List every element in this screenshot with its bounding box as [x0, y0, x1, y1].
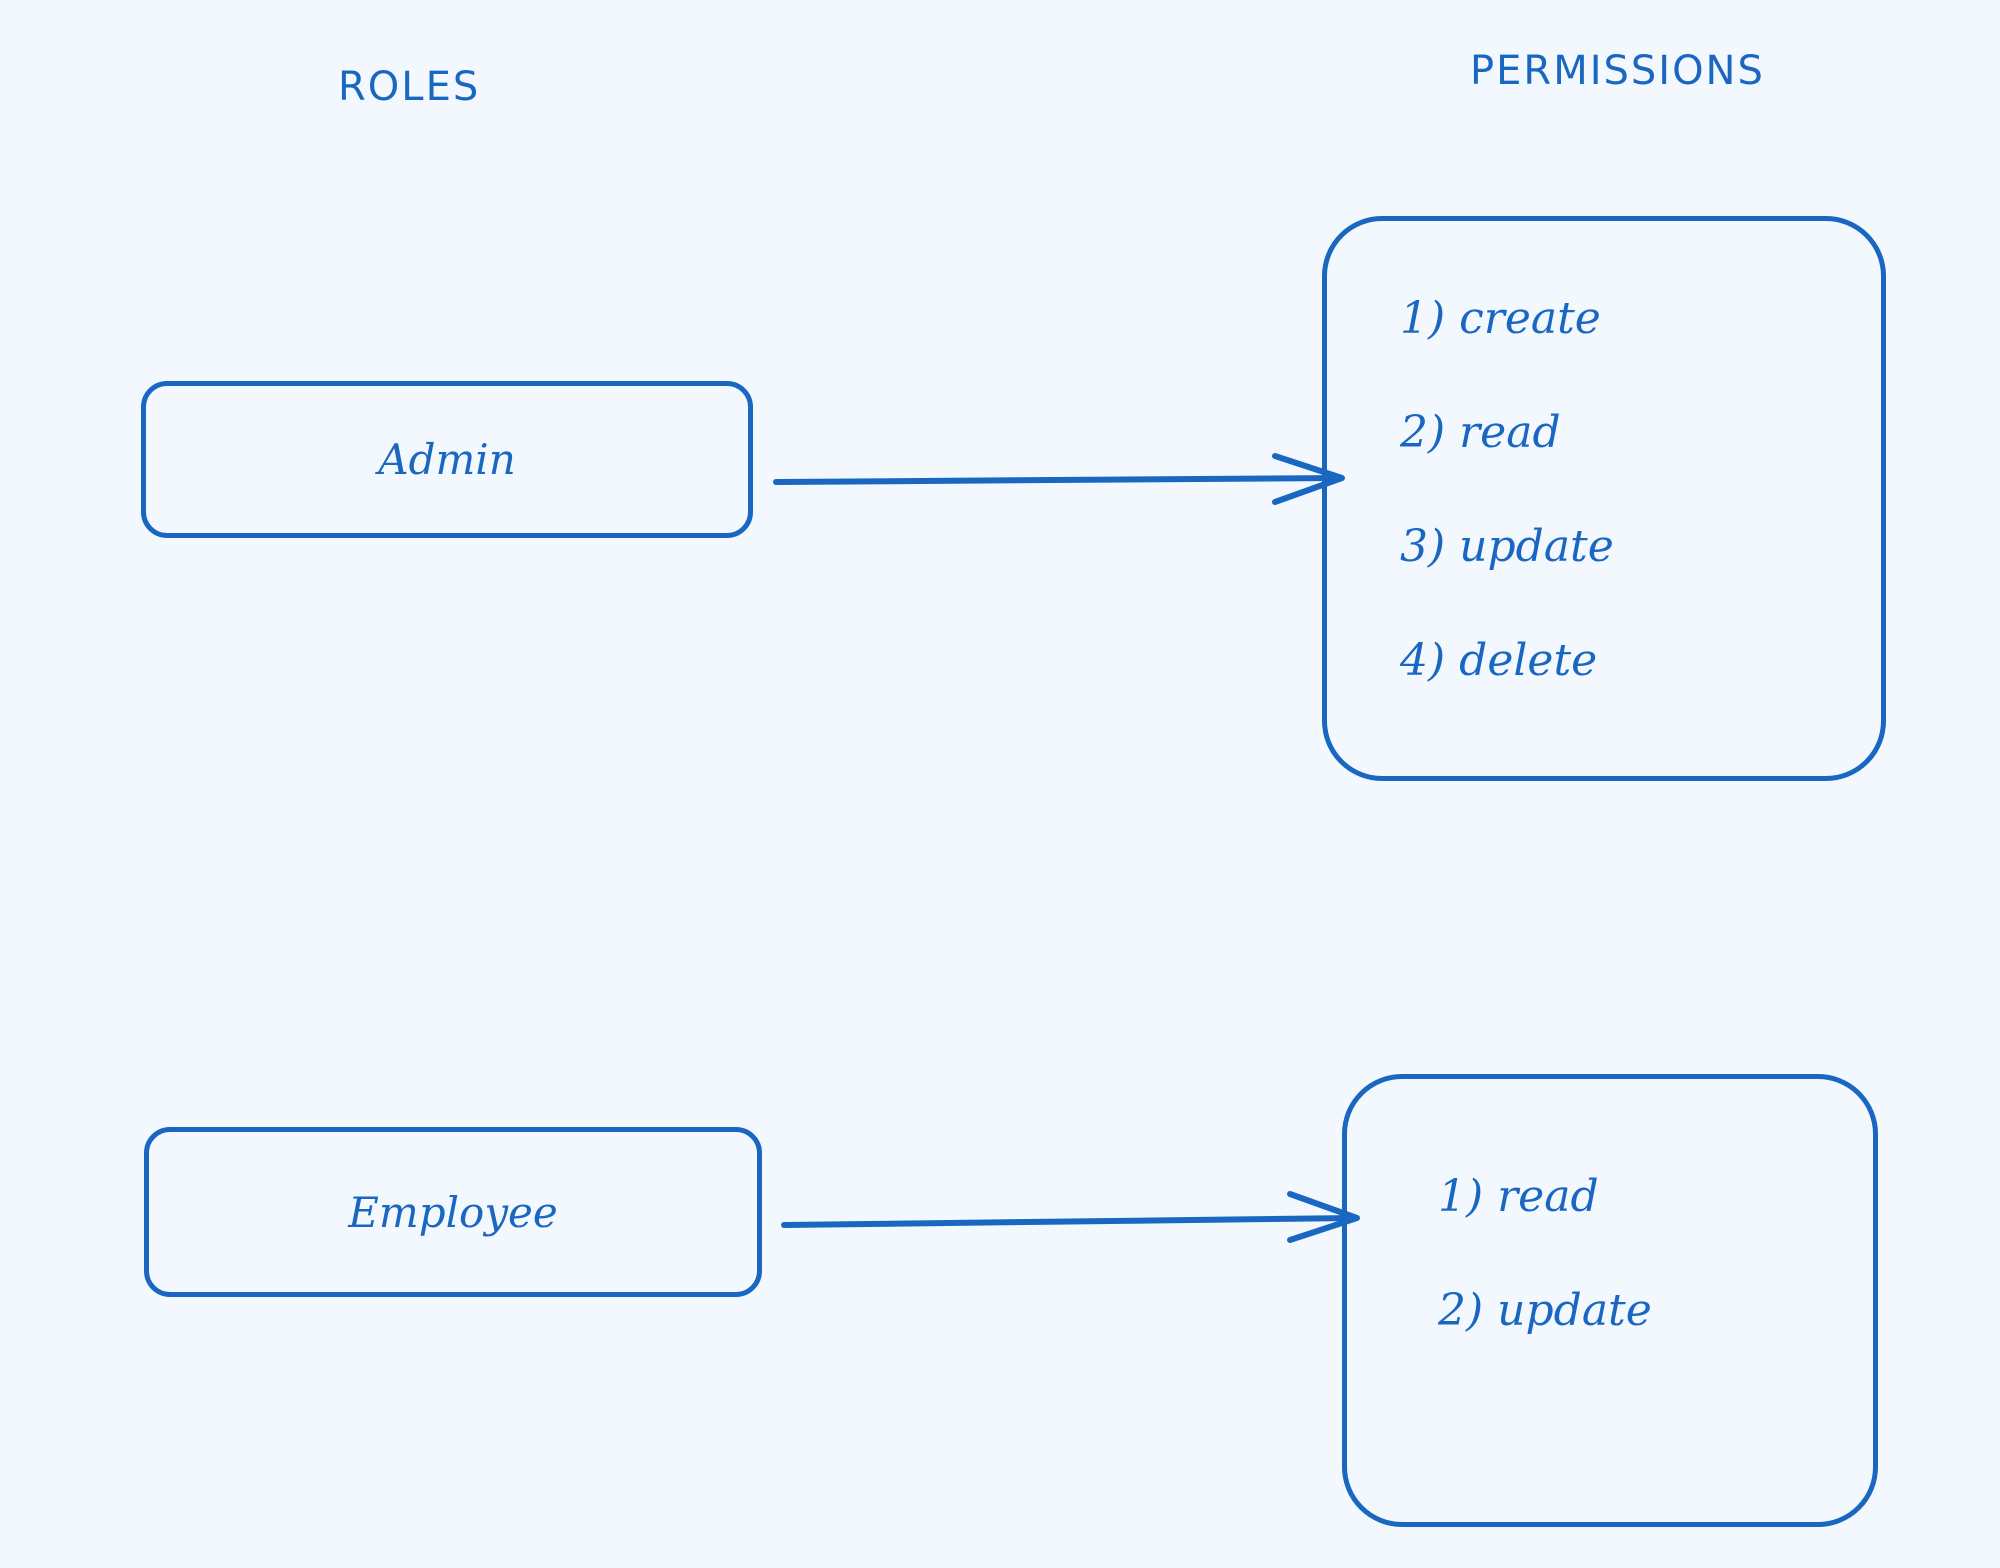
role-label-employee: Employee — [348, 1187, 558, 1237]
permissions-list-employee: 1) read 2) update — [1438, 1140, 1652, 1368]
role-label-admin: Admin — [378, 435, 516, 484]
permissions-list-admin: 1) create 2) read 3) update 4) delete — [1400, 262, 1614, 718]
role-box-admin[interactable]: Admin — [141, 381, 753, 538]
permissions-heading: PERMISSIONS — [1470, 48, 1765, 94]
permission-item: 2) update — [1438, 1285, 1652, 1336]
permissions-box-employee — [1342, 1074, 1878, 1527]
permission-item: 3) update — [1400, 521, 1614, 572]
permissions-box-admin — [1322, 216, 1886, 781]
admin-arrow-line — [773, 475, 1343, 485]
permission-item: 1) read — [1438, 1171, 1599, 1222]
permission-item: 1) create — [1400, 293, 1601, 344]
permission-item: 2) read — [1400, 407, 1561, 458]
role-box-employee[interactable]: Employee — [144, 1127, 762, 1297]
permission-item: 4) delete — [1400, 635, 1598, 686]
employee-arrow-line — [781, 1215, 1358, 1228]
roles-heading: ROLES — [338, 64, 481, 110]
